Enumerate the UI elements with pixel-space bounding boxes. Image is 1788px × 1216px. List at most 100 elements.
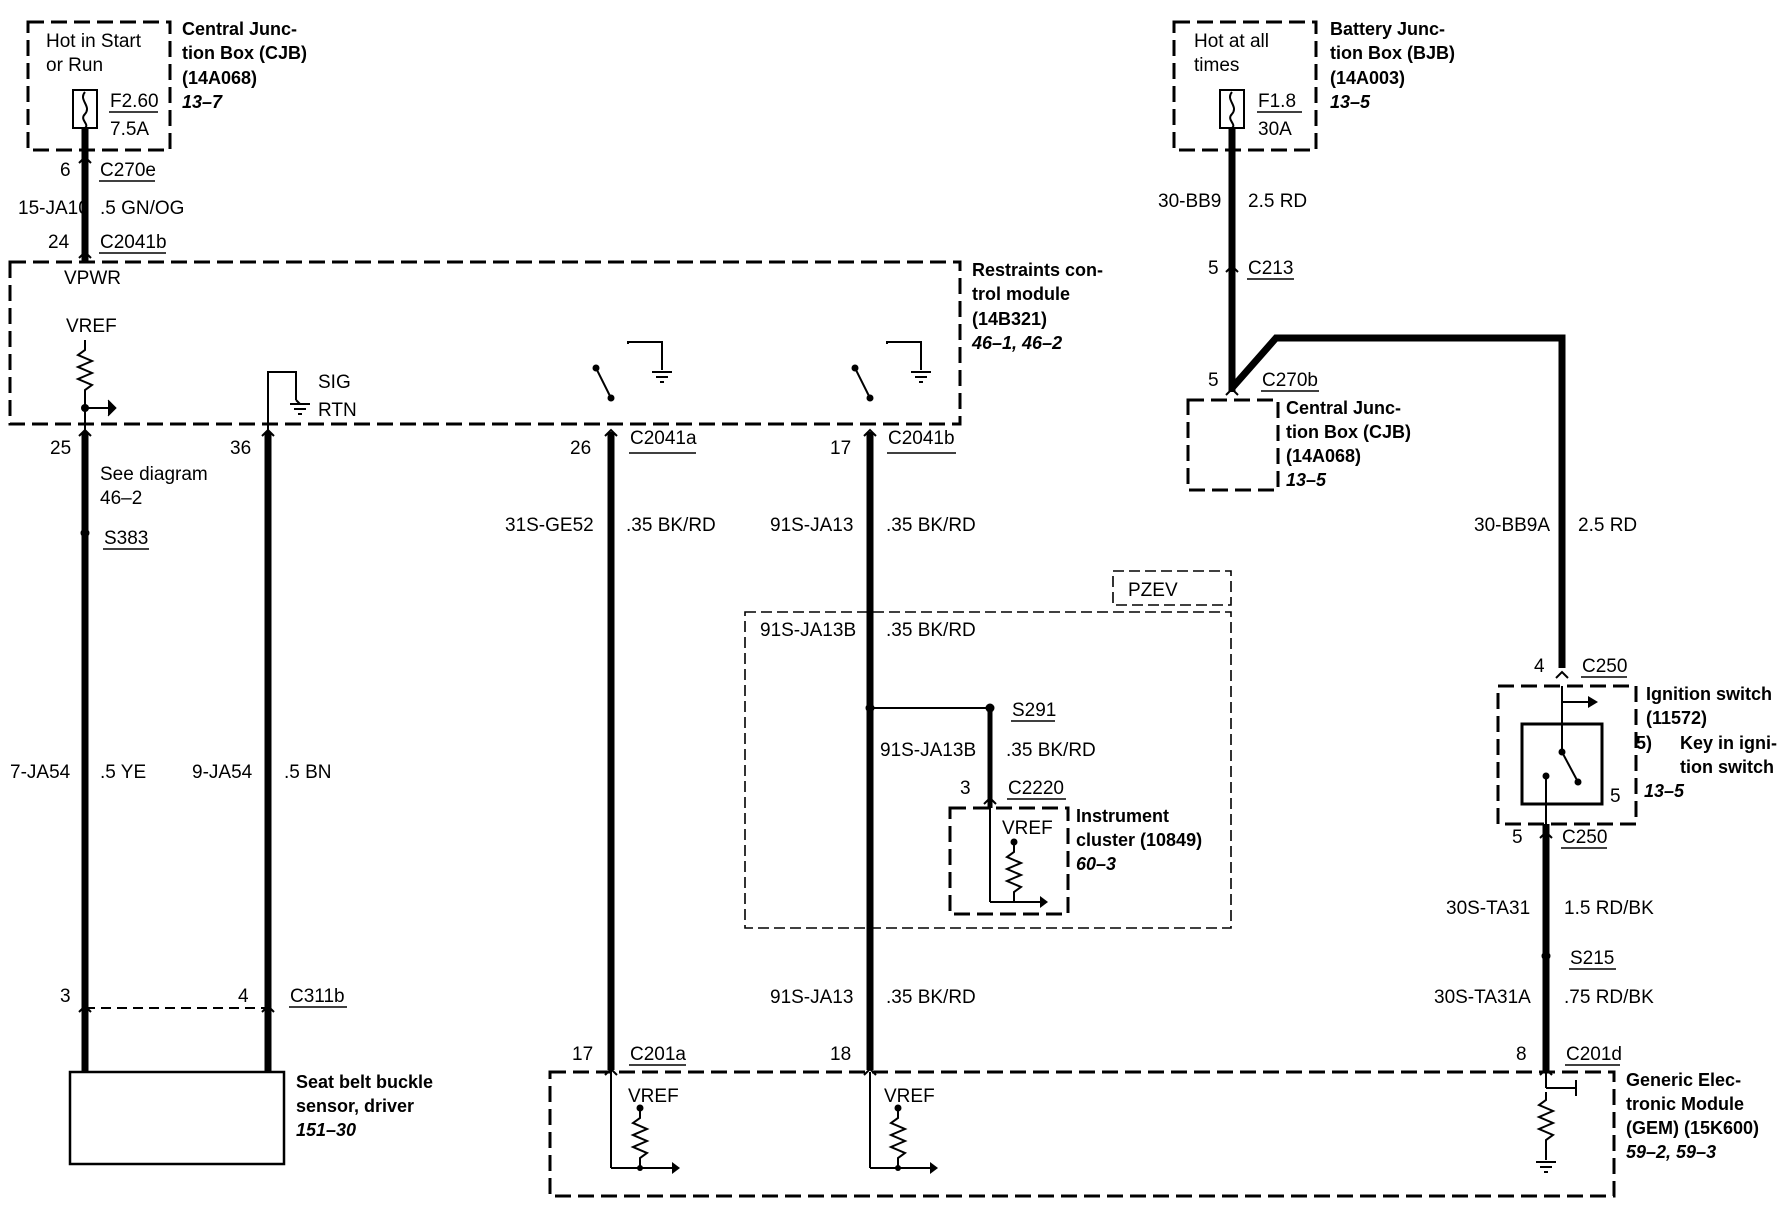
bjb-fuse-block: Hot at all times F1.8 30A Battery Junc- … — [1172, 19, 1455, 152]
ignition-pin-out: 5 — [1512, 827, 1523, 848]
pzev-connector: C2220 — [1008, 778, 1064, 799]
gem-title-2: tronic Module — [1626, 1094, 1744, 1114]
left-feed-circuit: 15-JA10 — [18, 198, 89, 219]
rcm-vpwr: VPWR — [64, 268, 121, 289]
driver-circuit-a: 7-JA54 — [10, 762, 71, 783]
switch-icon — [851, 341, 931, 402]
rcm-title-2: trol module — [972, 284, 1070, 304]
rcm-rtn: RTN — [318, 400, 357, 421]
rcm-part-number: (14B321) — [972, 309, 1047, 329]
pzev-box: PZEV 91S-JA13B .35 BK/RD S291 91S-JA13B … — [744, 570, 1232, 929]
seat-belt-title-1: Seat belt buckle — [296, 1072, 433, 1092]
pzev-circuit: 91S-JA13B — [760, 620, 856, 641]
resistor-icon — [630, 1108, 650, 1168]
ignition-title-2: (11572) — [1646, 708, 1707, 728]
right-feed-circuit-b: 30-BB9A — [1474, 515, 1550, 536]
pzev-wire: .35 BK/RD — [886, 620, 976, 641]
restraints-control-module: VPWR VREF SIG RTN — [8, 260, 1103, 432]
right-feed-conn-c270b: C270b — [1262, 370, 1318, 391]
ignition-circuit-b: 30S-TA31A — [1434, 987, 1531, 1008]
mid-b-wire-lower: .35 BK/RD — [886, 987, 976, 1008]
ground-icon — [290, 403, 310, 415]
gem-vref-a: VREF — [628, 1086, 679, 1107]
right-feed-wire: 2.5 RD — [1248, 191, 1307, 212]
mid-a-wire: .35 BK/RD — [626, 515, 716, 536]
rcm-sig: SIG — [318, 372, 351, 393]
pzev-branch-wire: .35 BK/RD — [1006, 740, 1096, 761]
cjb-secondary: Central Junc- tion Box (CJB) (14A068) 13… — [1186, 398, 1411, 492]
bjb-part-number: (14A003) — [1330, 68, 1405, 88]
ignition-conn-gem: C201d — [1566, 1044, 1622, 1065]
rcm-ref: 46–1, 46–2 — [971, 333, 1062, 353]
ignition-note-2: tion switch — [1680, 757, 1774, 777]
resistor-icon — [888, 1108, 908, 1168]
mid-a-connector-top: C2041a — [630, 428, 697, 449]
right-feed-pin-c213: 5 — [1208, 258, 1219, 279]
ic-title-1: Instrument — [1076, 806, 1169, 826]
left-feed-connector-bottom: C2041b — [100, 232, 167, 253]
mid-b-pin-top: 17 — [830, 438, 851, 459]
fuse-element-icon — [1229, 91, 1235, 129]
driver-splice: S383 — [104, 528, 148, 549]
bjb-condition-2: times — [1194, 55, 1239, 76]
ic-vref: VREF — [1002, 818, 1053, 839]
ignition-circuit: 30S-TA31 — [1446, 898, 1530, 919]
driver-see-diagram-1: See diagram — [100, 464, 208, 485]
cjb-part-number: (14A068) — [182, 68, 257, 88]
mid-a-circuit: 31S-GE52 — [505, 515, 594, 536]
cjb-title-2: tion Box (CJB) — [182, 43, 307, 63]
cjb2-title-1: Central Junc- — [1286, 398, 1401, 418]
cjb-ref: 13–7 — [182, 92, 223, 112]
bjb-ref: 13–5 — [1330, 92, 1371, 112]
ignition-wire: 1.5 RD/BK — [1564, 898, 1654, 919]
bjb-title-2: tion Box (BJB) — [1330, 43, 1455, 63]
mid-a-pin-top: 26 — [570, 438, 591, 459]
resistor-icon — [1536, 1092, 1556, 1160]
pzev-pin: 3 — [960, 778, 971, 799]
cjb-condition-1: Hot in Start — [46, 31, 142, 52]
ignition-title-1: Ignition switch — [1646, 684, 1772, 704]
ignition-ref: 13–5 — [1644, 781, 1685, 801]
generic-electronic-module: VREF VREF Generic Elec- tronic Module (G… — [548, 1070, 1759, 1198]
pzev-splice: S291 — [1012, 700, 1056, 721]
left-feed-pin-top: 6 — [60, 160, 71, 181]
driver-connector: C311b — [290, 986, 345, 1007]
driver-wire-b: .5 BN — [284, 762, 332, 783]
right-feed-circuit: 30-BB9 — [1158, 191, 1221, 212]
driver-see-diagram-2: 46–2 — [100, 488, 142, 509]
bjb-fuse-id: F1.8 — [1258, 91, 1296, 112]
ignition-switch: 4 C250 5 Ignition switch (11572) 5) Key … — [1496, 656, 1777, 826]
mid-a-connector-bottom: C201a — [630, 1044, 686, 1065]
mid-b-circuit: 91S-JA13 — [770, 515, 853, 536]
ground-icon — [1536, 1161, 1556, 1173]
gem-title-1: Generic Elec- — [1626, 1070, 1741, 1090]
ic-title-2: cluster (10849) — [1076, 830, 1202, 850]
resistor-icon — [1004, 842, 1024, 902]
gem-title-3: (GEM) (15K600) — [1626, 1118, 1759, 1138]
mid-a-pin-bottom: 17 — [572, 1044, 593, 1065]
bjb-fuse-rating: 30A — [1258, 119, 1292, 140]
seat-belt-ref: 151–30 — [296, 1120, 356, 1140]
gem-vref-b: VREF — [884, 1086, 935, 1107]
driver-pin-b: 36 — [230, 438, 251, 459]
rcm-vref: VREF — [66, 316, 117, 337]
ignition-conn-out: C250 — [1562, 827, 1607, 848]
cjb-condition-2: or Run — [46, 55, 103, 76]
mid-b-wire: .35 BK/RD — [886, 515, 976, 536]
cjb-title-1: Central Junc- — [182, 19, 297, 39]
bjb-title-1: Battery Junc- — [1330, 19, 1445, 39]
left-feed-connector-top: C270e — [100, 160, 156, 181]
rcm-title-1: Restraints con- — [972, 260, 1103, 280]
driver-pin-c: 3 — [60, 986, 71, 1007]
ignition-note-1: Key in igni- — [1680, 733, 1777, 753]
driver-circuit-b: 9-JA54 — [192, 762, 253, 783]
driver-pin-a: 25 — [50, 438, 71, 459]
cjb2-ref: 13–5 — [1286, 470, 1327, 490]
ignition-pin-gem: 8 — [1516, 1044, 1527, 1065]
switch-icon — [592, 341, 672, 402]
driver-pin-d: 4 — [238, 986, 249, 1007]
cjb-fuse-id: F2.60 — [110, 91, 159, 112]
mid-b-connector-top: C2041b — [888, 428, 955, 449]
left-feed-pin-bottom: 24 — [48, 232, 70, 253]
